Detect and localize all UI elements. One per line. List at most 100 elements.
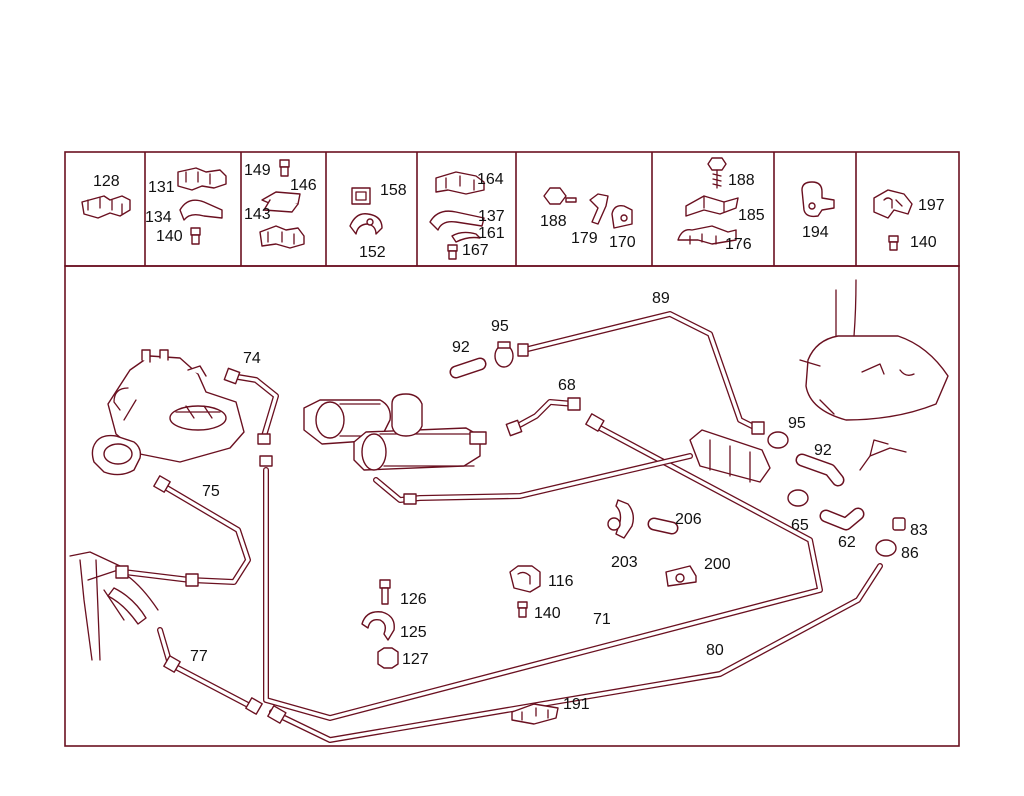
fuel-line-75 — [121, 481, 251, 585]
rear-fuel-tank — [799, 279, 949, 421]
screw-part-140 — [888, 235, 899, 251]
clip-part-197 — [873, 189, 913, 219]
fuel-line-80 — [269, 563, 883, 743]
screw-part-167 — [447, 244, 458, 260]
callout-label: 89 — [652, 290, 670, 307]
main-diagram-frame — [64, 265, 960, 747]
callout-label: 116 — [548, 573, 574, 590]
pressure-regulator — [91, 434, 142, 476]
header-label: 161 — [478, 225, 505, 242]
fuel-pump — [353, 427, 487, 471]
callout-label: 80 — [706, 642, 724, 659]
screw-part-188 — [707, 157, 727, 189]
header-label: 194 — [802, 224, 829, 241]
header-label: 134 — [145, 209, 172, 226]
screw-part-149 — [279, 159, 290, 177]
bolt-part-126 — [379, 579, 391, 605]
header-label: 188 — [540, 213, 567, 230]
hose-part-92a — [449, 357, 487, 379]
header-label: 131 — [148, 179, 175, 196]
callout-label: 95 — [788, 415, 806, 432]
fuel-strainer — [689, 429, 771, 483]
header-label: 137 — [478, 208, 505, 225]
clamp-part-86 — [875, 539, 897, 557]
header-label: 140 — [156, 228, 183, 245]
callout-label: 92 — [814, 442, 832, 459]
callout-label: 126 — [400, 591, 427, 608]
bracket-part-170 — [611, 204, 633, 229]
callout-label: 86 — [901, 545, 919, 562]
clamp-part-95b — [767, 431, 789, 449]
fuel-line-89 — [521, 311, 763, 433]
screw-part-140 — [517, 601, 528, 618]
clamp-part-65 — [787, 489, 809, 507]
header-label: 149 — [244, 162, 271, 179]
header-label: 140 — [910, 234, 937, 251]
pipe-fittings — [115, 343, 765, 724]
callout-label: 92 — [452, 339, 470, 356]
fuel-line-74 — [229, 373, 279, 439]
clamp-part-125 — [361, 611, 395, 641]
fuel-filter — [391, 393, 423, 437]
clip-part-164 — [435, 171, 485, 195]
clamp-part-95a — [494, 341, 514, 368]
header-label: 143 — [244, 206, 271, 223]
header-label: 158 — [380, 182, 407, 199]
clip-part-203 — [607, 499, 635, 539]
clip-part-143 — [259, 225, 305, 249]
bolt-part-188 — [543, 187, 577, 205]
callout-label: 140 — [534, 605, 561, 622]
hose-part-62 — [819, 507, 865, 531]
callout-label: 65 — [791, 517, 809, 534]
hose-part-92b — [795, 453, 845, 487]
header-label: 176 — [725, 236, 752, 253]
clip-part-191 — [511, 703, 559, 725]
clip-part-116 — [509, 565, 541, 593]
fuel-return-line — [373, 453, 693, 503]
fuel-distributor-assembly — [107, 349, 245, 463]
callout-label: 191 — [563, 696, 590, 713]
clip-part-131 — [177, 167, 227, 191]
callout-label: 74 — [243, 350, 261, 367]
holder-part-200 — [665, 565, 697, 587]
header-label: 197 — [918, 197, 945, 214]
callout-label: 200 — [704, 556, 731, 573]
callout-label: 71 — [593, 611, 611, 628]
damper-part-206 — [647, 517, 679, 535]
bracket-part-179 — [589, 193, 609, 225]
clip-part-194 — [801, 181, 835, 218]
callout-label: 62 — [838, 534, 856, 551]
insulator-part-176 — [677, 225, 737, 245]
connector-part-83 — [892, 517, 906, 531]
clip-part-146 — [261, 191, 301, 213]
bracket-part-185 — [685, 195, 739, 217]
callout-label: 83 — [910, 522, 928, 539]
header-label: 188 — [728, 172, 755, 189]
clip-part-128 — [81, 195, 131, 219]
callout-label: 75 — [202, 483, 220, 500]
hand-brake-lever — [69, 551, 159, 661]
header-label: 167 — [462, 242, 489, 259]
header-label: 185 — [738, 207, 765, 224]
header-label: 170 — [609, 234, 636, 251]
fuel-line-68 — [511, 399, 577, 431]
callout-label: 203 — [611, 554, 638, 571]
header-label: 152 — [359, 244, 386, 261]
tank-outlet-pipe — [859, 439, 907, 471]
callout-label: 206 — [675, 511, 702, 528]
callout-label: 125 — [400, 624, 427, 641]
header-label: 164 — [477, 171, 504, 188]
clip-part-134 — [179, 199, 223, 221]
header-label: 146 — [290, 177, 317, 194]
callout-label: 77 — [190, 648, 208, 665]
clip-part-161 — [451, 231, 481, 243]
header-label: 179 — [571, 230, 598, 247]
callout-label: 68 — [558, 377, 576, 394]
clip-part-158 — [351, 187, 371, 205]
clip-part-137 — [429, 210, 485, 231]
header-label: 128 — [93, 173, 120, 190]
screw-part-140 — [190, 227, 201, 245]
clip-part-152 — [349, 213, 383, 235]
fuel-line-71 — [263, 425, 823, 721]
